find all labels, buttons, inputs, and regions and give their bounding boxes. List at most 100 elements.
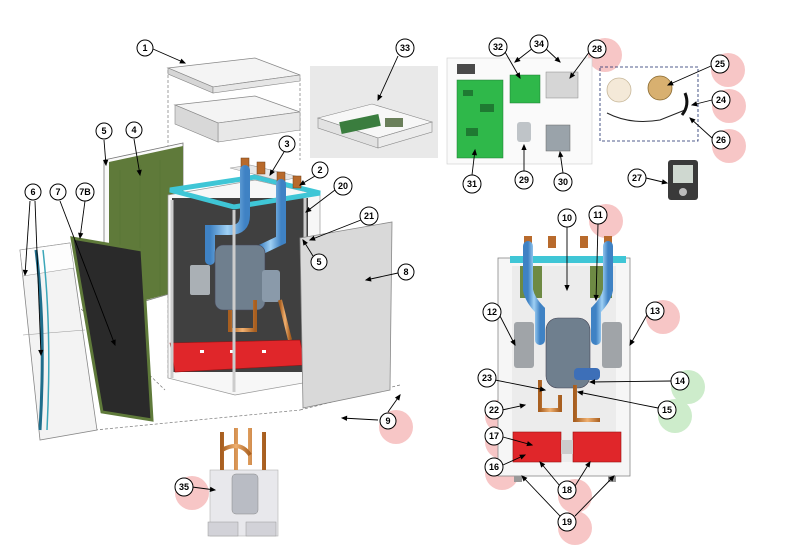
front-panel: [19, 242, 98, 441]
main-unit-exploded: [167, 157, 321, 396]
callout-circle-33: [395, 38, 415, 58]
callout-circle-17: [484, 426, 504, 446]
callout-circle-4: [125, 121, 143, 139]
callout-circle-35: [174, 477, 194, 497]
callout-circle-25: [710, 54, 730, 74]
leader-23: [494, 379, 546, 391]
leader-arrow-19b: [608, 475, 615, 482]
leader-arrow-17: [526, 441, 534, 447]
leader-arrow-16: [519, 454, 527, 460]
leader-arrow-9: [340, 415, 348, 421]
leader-33: [377, 55, 399, 101]
callout-23: 23: [477, 368, 497, 388]
callout-circle-32: [488, 37, 508, 57]
leader-arrow-29: [521, 143, 527, 151]
callout-19: 19: [557, 512, 577, 532]
leader-arrow-5a: [102, 159, 109, 167]
leader-arrow-14: [588, 379, 596, 385]
callout-circle-6: [24, 183, 42, 201]
callout-33: 33: [395, 38, 415, 58]
callout-8: 8: [397, 263, 415, 281]
callout-18: 18: [557, 480, 577, 500]
callout-label-7B: 7B: [79, 187, 91, 197]
callout-10: 10: [557, 208, 577, 228]
leader-9: [341, 417, 379, 421]
leader-21: [309, 219, 362, 241]
callout-28: 28: [587, 39, 607, 59]
callout-circle-8: [397, 263, 415, 281]
callout-5a: 5: [95, 122, 113, 140]
callout-circle-26: [711, 130, 731, 150]
leader-arrow-31: [471, 148, 478, 156]
callout-label-35: 35: [179, 482, 189, 492]
leader-arrow-22: [519, 403, 527, 409]
leader-25: [667, 65, 712, 86]
callout-label-30: 30: [558, 177, 568, 187]
callout-20: 20: [333, 176, 353, 196]
callout-6: 6: [24, 183, 42, 201]
leader-arrow-19: [521, 475, 528, 482]
callout-label-6: 6: [30, 187, 35, 197]
callout-24: 24: [711, 90, 731, 110]
leader-13: [629, 314, 648, 346]
callout-circle-28: [587, 39, 607, 59]
leader-arrow-34: [514, 56, 521, 63]
leader-arrow-23: [539, 386, 547, 392]
callout-circle-5b: [310, 253, 328, 271]
callout-label-26: 26: [716, 135, 726, 145]
leader-15: [577, 391, 659, 409]
callout-label-15: 15: [662, 405, 672, 415]
callout-circle-18: [557, 480, 577, 500]
callout-label-2: 2: [317, 165, 322, 175]
callout-circle-7B: [75, 182, 95, 202]
leader-arrow-8: [364, 276, 372, 282]
callout-circle-1: [136, 39, 154, 57]
callout-9: 9: [379, 412, 397, 430]
callout-label-29: 29: [519, 175, 529, 185]
leader-arrow-9b: [394, 394, 401, 401]
callout-label-12: 12: [487, 307, 497, 317]
leader-arrow-26: [689, 117, 696, 124]
callout-label-33: 33: [400, 43, 410, 53]
callout-label-19: 19: [562, 517, 572, 527]
callout-circle-13: [645, 301, 665, 321]
callout-circle-27: [627, 168, 647, 188]
callout-circle-5a: [95, 122, 113, 140]
callout-circle-14: [670, 371, 690, 391]
leader-12: [499, 315, 516, 346]
callout-7: 7: [49, 183, 67, 201]
callout-5b: 5: [310, 253, 328, 271]
callout-label-5b: 5: [316, 257, 321, 267]
room-thermostat: [668, 160, 698, 200]
top-cover-panels: [166, 57, 301, 143]
leader-arrow-27: [661, 179, 669, 185]
leader-arrow-6: [22, 269, 28, 277]
callout-label-5a: 5: [101, 126, 106, 136]
callout-circle-31: [462, 174, 482, 194]
callout-32: 32: [488, 37, 508, 57]
callout-label-34: 34: [534, 39, 544, 49]
leader-8: [365, 272, 399, 281]
leader-arrow-5b: [302, 239, 308, 246]
callout-label-32: 32: [493, 42, 503, 52]
leader-7: [59, 200, 116, 346]
callout-circle-15: [657, 400, 677, 420]
leader-7B: [79, 200, 86, 239]
leader-arrow-32: [515, 72, 521, 80]
callout-label-3: 3: [284, 139, 289, 149]
callout-circle-16: [484, 457, 504, 477]
callout-label-31: 31: [467, 179, 477, 189]
leader-arrow-1: [179, 58, 187, 64]
callout-circle-20: [333, 176, 353, 196]
callout-30: 30: [553, 172, 573, 192]
leader-arrow-24: [690, 101, 698, 107]
leader-arrow-28: [569, 72, 576, 79]
leader-19b: [574, 475, 615, 517]
callout-label-1: 1: [142, 43, 147, 53]
leader-arrow-35: [209, 486, 217, 492]
leader-arrow-33: [377, 94, 383, 102]
leader-arrow-20: [305, 206, 312, 213]
leader-arrow-7B: [78, 232, 84, 240]
